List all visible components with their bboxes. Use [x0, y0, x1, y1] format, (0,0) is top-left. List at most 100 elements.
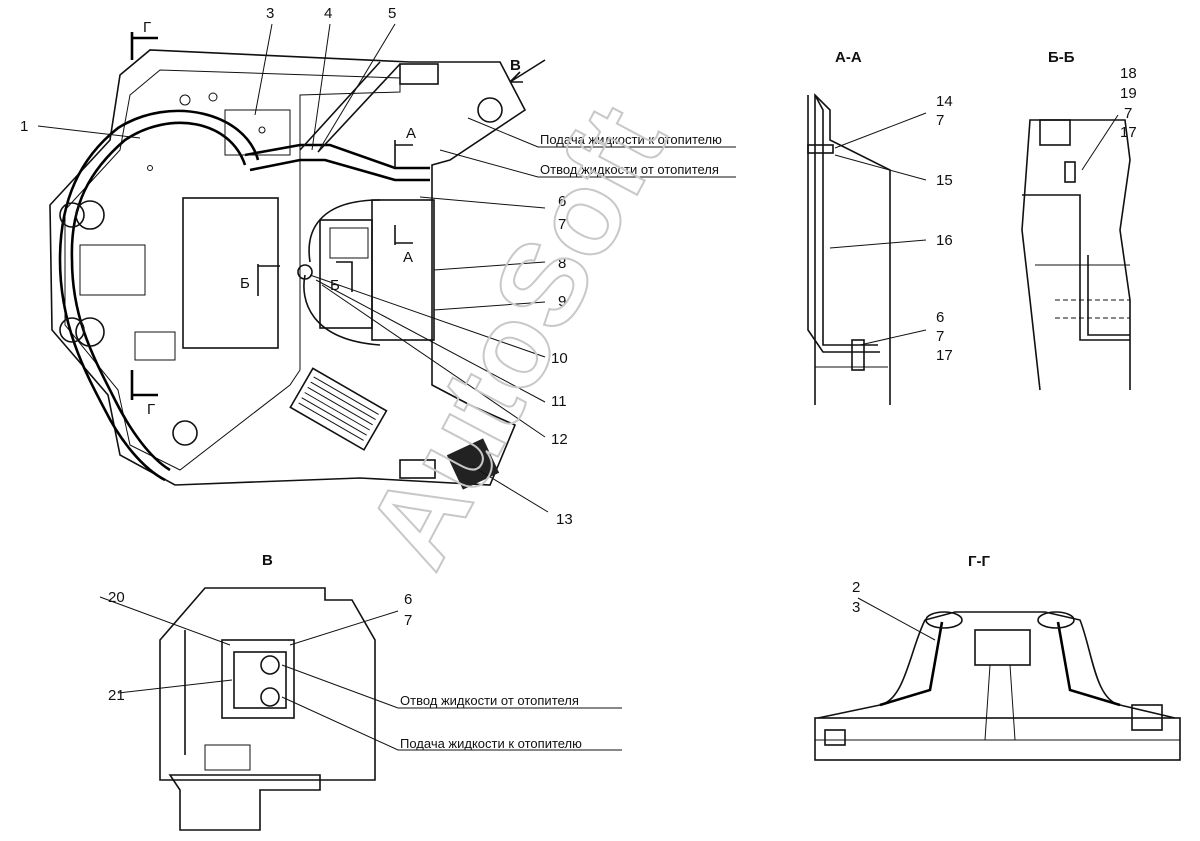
main-view: Г Г А А Б Б В 1 3 4 [20, 5, 736, 528]
mount-bottom [399, 459, 436, 479]
section-bb-bracket-2 [1087, 255, 1130, 336]
section-bb-callout-18: 18 [1120, 65, 1137, 82]
callout-8: 8 [558, 255, 566, 272]
section-gg-hatch [974, 629, 1031, 666]
cab-floor-outline [49, 49, 527, 486]
section-aa-panel [807, 95, 880, 353]
section-bb-callout-17: 17 [1120, 124, 1137, 141]
heater-unit [371, 199, 435, 341]
plate-small [134, 331, 176, 361]
section-aa-callout-7b: 7 [936, 328, 944, 345]
section-aa-callout-15: 15 [936, 172, 953, 189]
section-gg-pipe-left [879, 621, 944, 707]
section-bb-title: Б-Б [1048, 49, 1075, 66]
note-return-main: Отвод жидкости от отопителя [540, 162, 719, 177]
callout-4: 4 [324, 5, 332, 22]
port-left-top [59, 202, 85, 228]
callout-9: 9 [558, 293, 566, 310]
section-bb-block [1039, 119, 1071, 146]
view-v-port-upper [260, 655, 280, 675]
section-bb-outline [1021, 119, 1131, 391]
section-aa-outline [814, 93, 891, 405]
view-v-callout-21: 21 [108, 687, 125, 704]
section-aa-callout-14: 14 [936, 93, 953, 110]
section-b-right-label: Б [330, 277, 340, 294]
section-aa-title: А-А [835, 49, 862, 66]
section-aa-panel-2 [814, 94, 878, 346]
view-v-outline [159, 587, 376, 781]
fitting-top [477, 97, 503, 123]
section-g-top-marker [130, 32, 158, 60]
section-aa-callout-7a: 7 [936, 112, 944, 129]
section-gg-pipe-right [1056, 621, 1121, 707]
duct-12 [289, 367, 388, 451]
grille-13 [446, 438, 500, 490]
view-v-arrow [509, 59, 546, 83]
bolt-3 [258, 126, 266, 134]
port-left-top-2 [75, 200, 105, 230]
view-v-marker-label: В [510, 57, 521, 74]
mount-top [399, 63, 439, 85]
callout-13: 13 [556, 511, 573, 528]
section-a-top-marker [394, 140, 413, 168]
section-b-left-label: Б [240, 275, 250, 292]
hose-upper-2 [244, 143, 430, 170]
callout-1: 1 [20, 118, 28, 135]
heater-body [319, 219, 373, 329]
view-v-callout-7: 7 [404, 612, 412, 629]
section-g-bottom-marker [130, 370, 158, 400]
view-v-flange-20 [221, 639, 295, 719]
main-leaders [37, 23, 736, 513]
bolt-1 [179, 94, 191, 106]
port-left-bottom-2 [75, 317, 105, 347]
view-v-port-lower [260, 687, 280, 707]
bracket-3 [224, 109, 291, 156]
fitting-bottom [172, 420, 198, 446]
section-bb-dashed [1055, 299, 1130, 319]
section-bb-callout-7: 7 [1124, 105, 1132, 122]
view-v-plate-21 [233, 651, 287, 709]
callout-12: 12 [551, 431, 568, 448]
watermark: AutoSoft [341, 85, 691, 587]
view-v-callout-20: 20 [108, 589, 125, 606]
section-gg-block-left [824, 729, 846, 746]
section-aa-bolt-17 [851, 339, 865, 371]
section-a-top-label: А [406, 125, 416, 142]
section-bb-callout-19: 19 [1120, 85, 1137, 102]
callout-7: 7 [558, 216, 566, 233]
hose-1-inner [58, 109, 260, 482]
view-v-callout-6: 6 [404, 591, 412, 608]
section-bb: Б-Б 18 19 7 17 [1021, 49, 1137, 391]
section-gg-center [984, 664, 1016, 741]
section-aa-callout-17: 17 [936, 347, 953, 364]
section-bb-bracket [1022, 194, 1130, 341]
heater-box [329, 227, 369, 259]
section-a-bottom-marker [394, 225, 413, 245]
section-aa: А-А 14 7 15 16 6 7 17 [807, 49, 953, 405]
hose-upper [249, 158, 430, 182]
section-gg-port-right [1037, 611, 1075, 629]
view-v-base [168, 774, 321, 831]
section-g-bottom-label: Г [147, 401, 155, 418]
callout-11: 11 [551, 393, 567, 410]
section-gg-port-left [925, 611, 963, 629]
floor-hatch [182, 197, 279, 349]
callout-6: 6 [558, 193, 566, 210]
section-aa-callout-6: 6 [936, 309, 944, 326]
callout-5: 5 [388, 5, 396, 22]
callout-10: 10 [551, 350, 568, 367]
view-v-title: В [262, 552, 273, 569]
callout-3: 3 [266, 5, 274, 22]
section-a-bottom-label: А [403, 249, 413, 266]
section-gg-title: Г-Г [968, 553, 990, 570]
section-b-right-marker [336, 261, 353, 292]
section-gg-callout-2: 2 [852, 579, 860, 596]
section-aa-bolt-14 [807, 144, 834, 154]
section-b-left-marker [257, 264, 280, 296]
section-gg-callout-3: 3 [852, 599, 860, 616]
hose-1 [70, 121, 247, 472]
section-g-top-label: Г [143, 19, 151, 36]
view-v-note-supply: Подача жидкости к отопителю [400, 736, 582, 751]
note-supply-main: Подача жидкости к отопителю [540, 132, 722, 147]
